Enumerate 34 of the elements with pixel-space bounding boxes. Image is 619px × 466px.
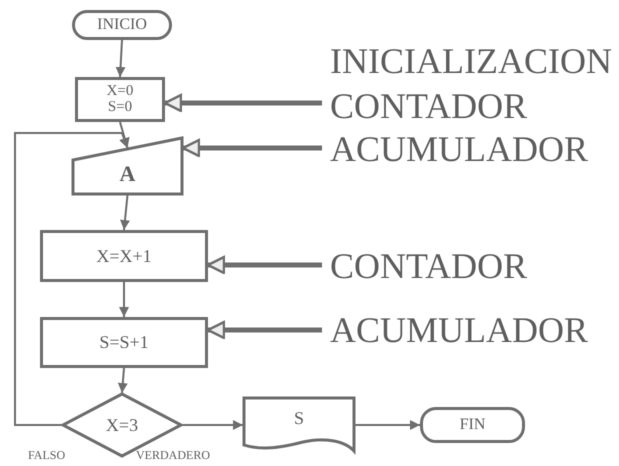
- node-label: X=X+1: [96, 246, 152, 266]
- arrow: [116, 40, 126, 78]
- process-box: [75, 77, 165, 122]
- heading-text: INICIALIZACION: [330, 40, 612, 82]
- annotation-text: ACUMULADOR: [322, 129, 602, 169]
- thick-arrow: [206, 256, 322, 274]
- node-label: INICIO: [97, 16, 147, 34]
- annotation-text: CONTADOR: [322, 246, 562, 286]
- process-box: [40, 230, 208, 282]
- node-label: FIN: [460, 416, 486, 434]
- arrow: [355, 420, 420, 430]
- edge-label: VERDADERO: [136, 448, 210, 463]
- arrow: [119, 282, 129, 317]
- thick-arrow: [182, 138, 322, 158]
- process-box: [40, 317, 208, 368]
- node-label: X=0 S=0: [106, 84, 134, 116]
- thick-arrow: [206, 320, 322, 340]
- arrow: [118, 368, 128, 394]
- node-label: X=3: [106, 416, 138, 434]
- document-shape: [243, 397, 355, 452]
- arrow: [182, 420, 243, 430]
- edge-label: FALSO: [28, 448, 66, 463]
- terminal-box: [72, 10, 172, 40]
- node-label: A: [120, 162, 136, 186]
- node-label: S: [294, 409, 304, 428]
- annotation-text: ACUMULADOR: [322, 310, 602, 350]
- arrow: [14, 132, 129, 426]
- manual-input-shape: [72, 137, 183, 195]
- node-label: S=S+1: [99, 333, 149, 352]
- terminal-box: [420, 407, 525, 443]
- thick-arrow: [164, 94, 322, 112]
- arrow: [119, 122, 130, 148]
- arrow: [120, 194, 130, 230]
- annotation-text: CONTADOR: [322, 86, 562, 126]
